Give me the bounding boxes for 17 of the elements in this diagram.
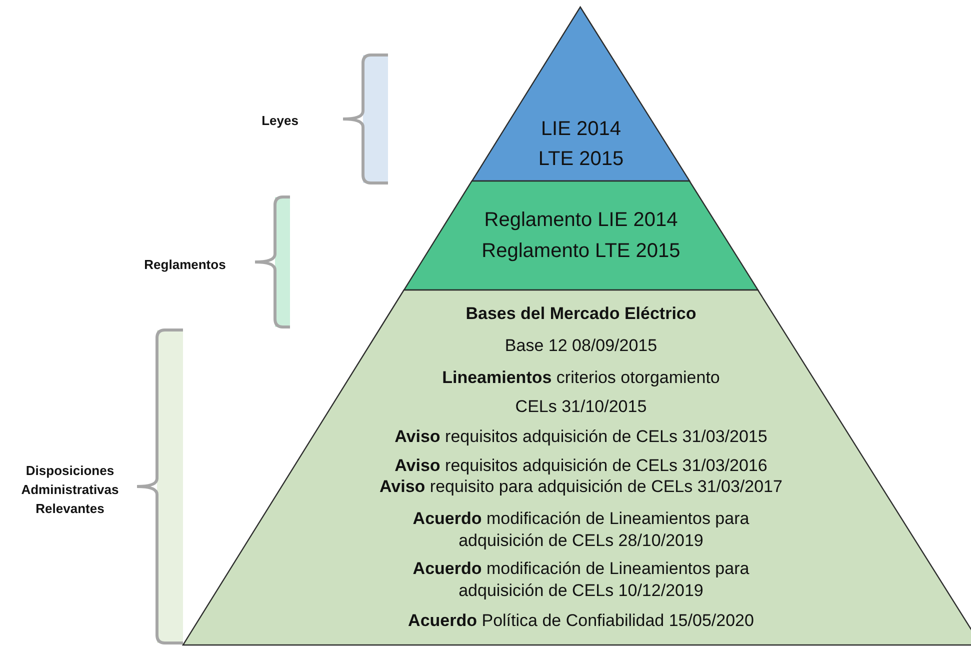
tier-text: Aviso requisito para adquisición de CELs 31/03/2017 [378,476,784,498]
pyramid-tier [472,7,690,181]
tier-text: Aviso requisitos adquisición de CELs 31/03/2016 [394,455,768,477]
tier-label: Disposiciones Administrativas Relevantes [20,462,120,518]
tier-text: Acuerdo modificación de Lineamientos para adquisición de CELs 10/12/2019 [412,558,750,602]
tier-label: Leyes [260,112,300,130]
pyramid-tier [183,290,971,645]
tier-text: Aviso requisitos adquisición de CELs 31/03/2015 [394,426,768,448]
tier-text: Base 12 08/09/2015 [504,335,658,357]
tier-text: Reglamento LIE 2014 [483,208,679,233]
tier-text: Acuerdo modificación de Lineamientos para adquisición de CELs 28/10/2019 [412,508,750,552]
tier-text: LIE 2014 [540,117,622,142]
tier-label: Reglamentos [143,256,227,274]
tier-text: LTE 2015 [537,147,625,172]
tier-text: Acuerdo Política de Confiabilidad 15/05/2020 [407,610,755,632]
tier-text: Bases del Mercado Eléctrico [464,303,698,325]
tier-text: Reglamento LTE 2015 [480,239,682,264]
